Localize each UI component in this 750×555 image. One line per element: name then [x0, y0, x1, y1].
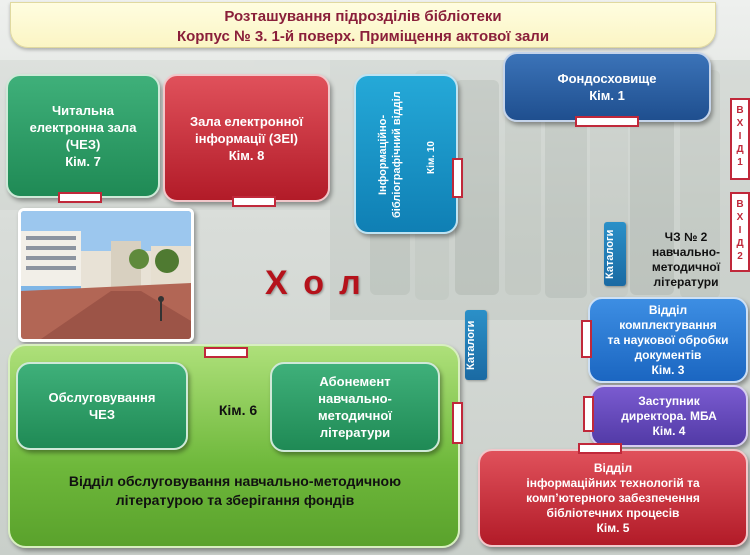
door-room-7: [58, 192, 102, 203]
room-5-line-3: комп’ютерного забезпечення: [526, 490, 700, 505]
entry-1-letter: І: [738, 131, 742, 142]
room-5-line-2: інформаційних технологій та: [526, 475, 700, 490]
department-title-line-2: літературою та зберігання фондів: [115, 492, 355, 508]
entry-2-letter: Д: [736, 238, 744, 249]
entry-2-letter: 2: [737, 251, 743, 262]
room-3-line-4: документів: [634, 347, 702, 362]
catalog-1-label: Каталоги: [604, 229, 616, 279]
title-line-1: Розташування підрозділів бібліотеки: [224, 8, 502, 25]
title-line-2: Корпус № 3. 1-й поверх. Приміщення актов…: [176, 28, 550, 45]
room-8-zei: Зала електронної інформації (ЗЕІ) Кім. 8: [163, 74, 330, 202]
door-room-8: [232, 196, 276, 207]
reading-room-2-line-2: навчально-: [651, 245, 721, 259]
door-room-5: [578, 443, 622, 454]
room-4-line-1: Заступник: [638, 393, 700, 408]
abonement-line-2: навчально-: [318, 391, 392, 406]
entry-1-letter: Д: [736, 144, 744, 155]
entry-1-sign: В Х І Д 1: [730, 98, 750, 180]
reading-room-2-line-3: методичної: [651, 260, 721, 274]
room-3-line-5: Кім. 3: [651, 362, 685, 377]
door-room-4: [583, 396, 594, 432]
reading-room-2-line-1: ЧЗ № 2: [664, 230, 708, 244]
entry-2-letter: Х: [736, 212, 744, 223]
room-4-mba: Заступник директора. МБА Кім. 4: [590, 385, 748, 447]
room-5-line-4: бібліотечних процесів: [546, 505, 680, 520]
page-title: Розташування підрозділів бібліотеки Корп…: [10, 2, 716, 48]
department-title-line-1: Відділ обслуговування навчально-методичн…: [68, 473, 402, 489]
room-7-line-3: (ЧЕЗ): [65, 137, 101, 152]
room-6-label: Кім. 6: [218, 402, 258, 418]
catalog-2: Каталоги: [465, 310, 487, 380]
entry-1-letter: Х: [736, 118, 744, 129]
room-7-line-1: Читальна: [51, 103, 115, 118]
room-8-line-1: Зала електронної: [189, 113, 304, 129]
room-7-chez: Читальна електронна зала (ЧЕЗ) Кім. 7: [6, 74, 160, 198]
door-room-3: [581, 320, 592, 358]
building-photo: [18, 208, 194, 342]
room-4-line-3: Кім. 4: [652, 423, 686, 438]
room-8-line-3: Кім. 8: [228, 147, 265, 163]
room-8-line-2: інформації (ЗЕІ): [194, 130, 298, 146]
room-1-line-2: Кім. 1: [589, 88, 625, 103]
door-room-10: [452, 158, 463, 198]
abonement-line-3: методичної: [318, 408, 392, 423]
building-photo-image: [21, 211, 191, 339]
room-7-line-4: Кім. 7: [65, 154, 101, 169]
catalog-2-label: Каталоги: [465, 320, 477, 370]
room-1-line-1: Фондосховище: [557, 71, 657, 86]
abonement-line-4: літератури: [319, 425, 391, 440]
room-10-ibv: [354, 74, 458, 234]
entry-1-letter: 1: [737, 157, 743, 168]
room-6-service-chez: Обслуговування ЧЕЗ: [16, 362, 188, 450]
service-chez-line-1: Обслуговування: [48, 390, 156, 405]
room-10-text: Інформаційно- бібліографічний відділ: [376, 90, 404, 220]
room-6-department-title: Відділ обслуговування навчально-методичн…: [20, 472, 450, 510]
entry-2-letter: І: [738, 225, 742, 236]
hall-label: Хол: [265, 264, 377, 302]
abonement-line-1: Абонемент: [319, 374, 391, 389]
room-3-line-1: Відділ: [648, 302, 688, 317]
room-6-abonement: Абонемент навчально- методичної літерату…: [270, 362, 440, 452]
room-10-line-1: Інформаційно-: [377, 114, 389, 196]
entry-1-letter: В: [736, 105, 744, 116]
entry-2-sign: В Х І Д 2: [730, 192, 750, 272]
room-10-line-2: бібліографічний відділ: [391, 91, 403, 219]
door-room-6-right: [452, 402, 463, 444]
room-3-line-3: та наукової обробки: [607, 332, 729, 347]
service-chez-line-2: ЧЕЗ: [89, 407, 115, 422]
room-1-fond: Фондосховище Кім. 1: [503, 52, 711, 122]
room-5-line-1: Відділ: [593, 460, 633, 475]
room-7-line-2: електронна зала: [29, 120, 137, 135]
reading-room-2-line-4: літератури: [653, 275, 719, 289]
room-5-line-5: Кім. 5: [596, 520, 630, 535]
catalog-1: Каталоги: [604, 222, 626, 286]
room-5-it: Відділ інформаційних технологій та комп’…: [478, 449, 748, 547]
door-room-6-top: [204, 347, 248, 358]
room-10-number: Кім. 10: [426, 141, 437, 175]
room-3-line-2: комплектування: [619, 317, 717, 332]
entry-2-letter: В: [736, 199, 744, 210]
room-3-acquisition: Відділ комплектування та наукової обробк…: [588, 297, 748, 383]
reading-room-2: ЧЗ № 2 навчально- методичної літератури: [636, 230, 736, 290]
room-4-line-2: директора. МБА: [621, 408, 717, 423]
door-room-1: [575, 116, 639, 127]
